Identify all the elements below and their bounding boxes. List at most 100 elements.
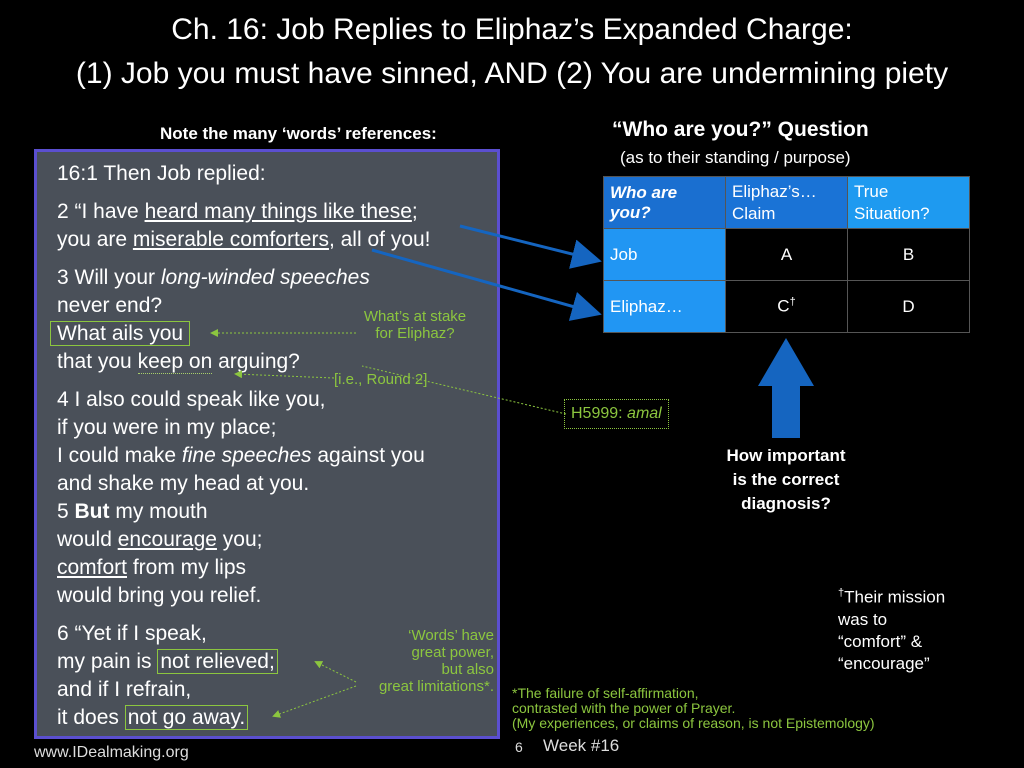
slide-title-line-2: (1) Job you must have sinned, AND (2) Yo…: [75, 57, 949, 90]
boxed-phrase: What ails you: [50, 321, 191, 346]
boxed-phrase: not go away.: [124, 705, 249, 730]
words-connector-upper: [314, 661, 357, 683]
annotation-line: ‘Words’ have: [408, 627, 494, 644]
italic-phrase: fine speeches: [181, 444, 312, 467]
annotation-line: *The failure of self-affirmation,: [512, 685, 699, 701]
header-eliphaz-claim: Eliphaz’s… Claim: [725, 176, 848, 229]
round-annotation: [i.e., Round 2]: [334, 371, 428, 388]
words-connector-lower: [272, 685, 357, 718]
verse-3-line-2: never end?: [57, 294, 163, 317]
annotation-line: for Eliphaz?: [375, 325, 455, 342]
annotation-italic: amal: [627, 405, 662, 422]
underlined-phrase: encourage: [117, 528, 217, 551]
diagnosis-table: Who are you? Eliphaz’s… Claim True Situa…: [603, 176, 970, 333]
note-heading: Note the many ‘words’ references:: [160, 124, 437, 143]
annotation-line: but also: [441, 661, 494, 678]
mission-text: Their mission: [844, 587, 946, 607]
table-header-row: Who are you? Eliphaz’s… Claim True Situa…: [603, 176, 970, 229]
mission-note: †Their mission was to “comfort” & “encou…: [838, 582, 945, 675]
annotation-line: great power,: [411, 644, 494, 661]
h5999-connector: [361, 365, 567, 415]
arrow-to-job-row: [459, 224, 602, 269]
slide-title-line-1: Ch. 16: Job Replies to Eliphaz’s Expande…: [171, 13, 853, 46]
verse-text: ;: [411, 200, 418, 223]
underlined-phrase: heard many things like these: [144, 200, 412, 223]
verse-text: arguing?: [212, 350, 300, 373]
h5999-annotation: H5999: amal: [564, 399, 669, 429]
diagnosis-line: How important: [726, 446, 846, 465]
verse-5-line-4: would bring you relief.: [57, 584, 262, 607]
failure-annotation: *The failure of self-affirmation, contra…: [512, 686, 875, 731]
table-row: Eliphaz… C† D: [603, 280, 970, 333]
mission-line: “encourage”: [838, 653, 930, 673]
verse-text: you;: [216, 528, 263, 551]
bold-word: But: [74, 500, 110, 523]
table-row: Job A B: [603, 228, 970, 281]
diagnosis-question: How important is the correct diagnosis?: [700, 444, 872, 516]
verse-6-line-4: it does not go away.: [57, 704, 249, 732]
cell-c-letter: C: [777, 296, 790, 316]
arrow-to-eliphaz-row: [371, 248, 602, 321]
verse-text: my mouth: [109, 500, 208, 523]
annotation-line: What’s at stake: [363, 308, 467, 325]
header-true-situation: True Situation?: [847, 176, 970, 229]
diagnosis-line: is the correct: [732, 470, 840, 489]
verse-3-line-1: 3 Will your long-winded speeches: [57, 264, 370, 292]
verse-text: against you: [311, 444, 425, 467]
header-who-are-you: Who are you?: [603, 176, 726, 229]
boxed-phrase: not relieved;: [157, 649, 278, 674]
verse-text: you are: [57, 228, 133, 251]
underlined-phrase: miserable comforters: [132, 228, 329, 251]
annotation-line: (My experiences, or claims of reason, is…: [512, 715, 875, 731]
verse-text: from my lips: [127, 556, 247, 579]
verse-text: 3 Will your: [57, 266, 161, 289]
verse-text: , all of you!: [328, 228, 431, 251]
question-heading: “Who are you?” Question: [612, 118, 869, 141]
verse-6-line-1: 6 “Yet if I speak,: [57, 622, 207, 645]
annotation-text: H5999:: [571, 405, 628, 422]
verse-5-line-2: would encourage you;: [57, 526, 262, 554]
verse-text: 2 “I have: [57, 200, 145, 223]
footer-week: Week #16: [543, 736, 620, 755]
cell-b: B: [847, 228, 970, 281]
verse-2-line-1: 2 “I have heard many things like these;: [57, 198, 418, 226]
stake-annotation: What’s at stake for Eliphaz?: [340, 308, 490, 342]
mission-line: was to: [838, 609, 888, 629]
annotation-line: contrasted with the power of Prayer.: [512, 700, 736, 716]
verse-2-line-2: you are miserable comforters, all of you…: [57, 226, 431, 254]
footer-page-number: 6: [515, 739, 523, 755]
italic-phrase: long-winded speeches: [160, 266, 370, 289]
dagger-mark: †: [789, 296, 796, 309]
cell-a: A: [725, 228, 848, 281]
round-connector: [234, 370, 335, 379]
verse-6-line-3: and if I refrain,: [57, 678, 192, 701]
verse-4-line-4: and shake my head at you.: [57, 472, 310, 495]
verse-3-line-4: that you keep on arguing?: [57, 348, 300, 376]
verse-4-line-3: I could make fine speeches against you: [57, 442, 425, 470]
verse-text: would: [57, 528, 118, 551]
question-subheading: (as to their standing / purpose): [620, 148, 851, 167]
verse-panel: [34, 149, 500, 739]
verse-text: my pain is: [57, 650, 158, 673]
verse-text: I could make: [57, 444, 182, 467]
words-annotation: ‘Words’ have great power, but also great…: [350, 627, 494, 695]
cell-d: D: [847, 280, 970, 333]
verse-3-line-3: What ails you: [50, 320, 191, 348]
verse-text: 5: [57, 500, 75, 523]
verse-text: it does: [57, 706, 125, 729]
verse-4-line-1: 4 I also could speak like you,: [57, 388, 326, 411]
verse-4-line-2: if you were in my place;: [57, 416, 277, 439]
cell-eliphaz: Eliphaz…: [603, 280, 726, 333]
verse-5-line-1: 5 But my mouth: [57, 498, 208, 526]
dagger-mark: †: [838, 587, 845, 599]
underlined-phrase: comfort: [57, 556, 128, 579]
verse-6-line-2: my pain is not relieved;: [57, 648, 278, 676]
diagnosis-line: diagnosis?: [741, 494, 831, 513]
annotation-line: great limitations*.: [378, 678, 494, 695]
cell-job: Job: [603, 228, 726, 281]
dotted-underlined-phrase: keep on: [137, 350, 213, 374]
up-arrow-icon: [758, 338, 814, 438]
cell-c: C†: [725, 280, 848, 333]
verse-text: that you: [57, 350, 138, 373]
